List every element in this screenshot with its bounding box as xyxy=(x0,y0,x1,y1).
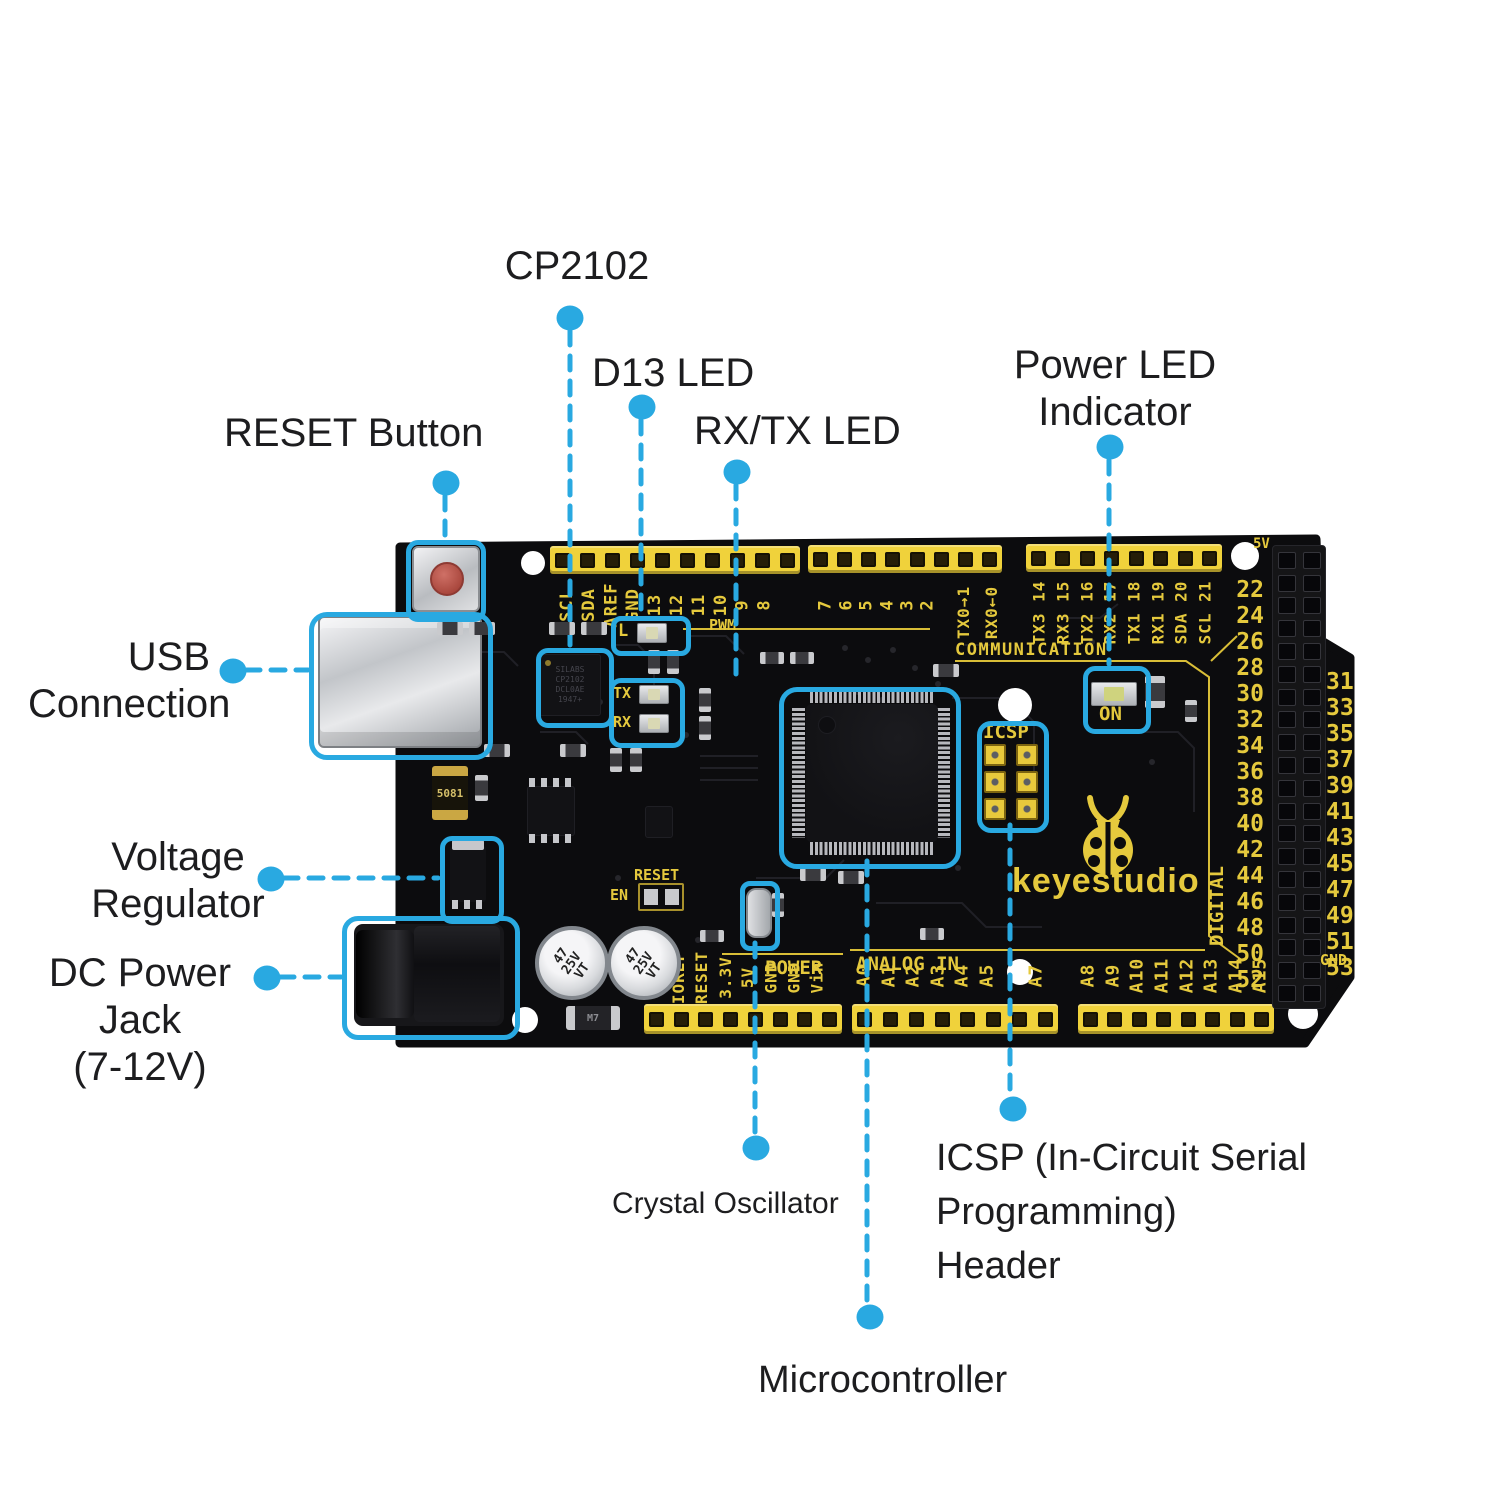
header-digital-8-13 xyxy=(550,546,800,574)
silk-l-led-label: L xyxy=(618,621,629,641)
electrolytic-capacitor-2: 47 25V VT xyxy=(607,926,681,1000)
rx-led xyxy=(639,714,669,733)
smd-component xyxy=(760,652,784,664)
silk-icsp-label: ICSP xyxy=(983,721,1029,743)
header-digital-22-53 xyxy=(1272,545,1326,1009)
icsp-header-pins xyxy=(984,744,1038,820)
silk-on-label: ON xyxy=(1099,703,1122,725)
label-voltage-regulator: Voltage Regulator xyxy=(91,835,265,927)
soic8-legs-bottom xyxy=(529,834,571,843)
label-dc-power-jack: DC Power Jack (7-12V) xyxy=(48,951,232,1090)
label-icsp: ICSP (In-Circuit Serial Programming) Hea… xyxy=(936,1137,1307,1287)
silk-analog-in: ANALOG IN xyxy=(856,953,959,975)
smd-component xyxy=(549,622,575,635)
smd-component xyxy=(560,744,586,757)
soic8-legs-top xyxy=(529,778,571,787)
smd-component xyxy=(437,622,463,635)
silk-5v: 5V xyxy=(1253,536,1270,552)
voltage-regulator-chip xyxy=(450,840,486,909)
header-digital-0-7 xyxy=(808,545,1002,573)
tx-led xyxy=(639,685,669,704)
silk-power: POWER xyxy=(765,957,823,979)
label-microcontroller: Microcontroller xyxy=(758,1359,1008,1401)
reset-button-body xyxy=(412,546,480,612)
highlight-cp2102 xyxy=(536,648,614,728)
silk-en-label: EN xyxy=(610,886,629,904)
mcu-pins-right xyxy=(937,708,950,838)
mcu-pins-left xyxy=(792,708,805,838)
diode-m7: M7 xyxy=(566,1006,620,1030)
smd-component xyxy=(838,871,864,884)
highlight-crystal xyxy=(740,881,780,951)
highlight-reset-button xyxy=(406,540,486,622)
label-usb: USB Connection xyxy=(28,635,231,727)
mcu-pins-bottom xyxy=(810,842,934,855)
l-led xyxy=(637,623,667,643)
header-power xyxy=(644,1004,842,1034)
smd-component xyxy=(699,716,711,740)
silk-gnd: GND xyxy=(1320,951,1348,969)
ladybug-logo xyxy=(1083,795,1133,877)
smd-component xyxy=(933,664,959,677)
dc-power-jack xyxy=(354,924,504,1026)
highlight-dc-jack xyxy=(342,916,520,1040)
label-power-led: Power LED Indicator xyxy=(1013,343,1217,435)
smd-component xyxy=(630,748,642,772)
smd-component xyxy=(667,650,679,674)
leader-dots xyxy=(219,305,1124,1330)
highlight-microcontroller xyxy=(779,687,961,869)
usb-connector xyxy=(318,616,482,748)
highlight-power-led xyxy=(1083,666,1151,734)
label-rxtx-led: RX/TX LED xyxy=(694,409,901,453)
highlight-d13-led xyxy=(611,616,691,656)
smd-component xyxy=(610,748,622,772)
crystal-oscillator-can xyxy=(746,888,772,938)
smd-component xyxy=(700,930,724,942)
fuse-5081: 5081 xyxy=(432,766,468,820)
mcu-pins-top xyxy=(810,690,934,703)
en-pads xyxy=(638,883,684,911)
silk-communication: COMMUNICATION xyxy=(955,640,1108,660)
smd-component xyxy=(790,652,814,664)
highlight-icsp xyxy=(977,721,1049,833)
silk-pwm: PWM xyxy=(709,616,737,634)
smd-component xyxy=(1185,700,1197,722)
smd-component xyxy=(648,650,660,674)
smd-component xyxy=(800,868,826,881)
power-on-led xyxy=(1091,682,1137,706)
highlight-rxtx-led xyxy=(609,678,685,748)
label-crystal: Crystal Oscillator xyxy=(612,1187,839,1220)
silk-reset-label: RESET xyxy=(634,866,680,884)
smd-component xyxy=(581,622,607,635)
sot23-transistor xyxy=(645,806,673,838)
header-analog-a8-a15 xyxy=(1078,1004,1274,1034)
label-d13-led: D13 LED xyxy=(592,351,755,395)
smd-component xyxy=(920,928,944,940)
header-communication xyxy=(1026,544,1222,572)
brand-keyestudio: keyestudio xyxy=(1012,862,1200,900)
label-reset-button: RESET Button xyxy=(224,411,484,455)
highlight-voltage-regulator xyxy=(440,836,504,924)
microcontroller-chip xyxy=(806,704,938,842)
highlight-usb xyxy=(309,612,493,760)
reset-button-cap xyxy=(430,562,464,596)
label-cp2102: CP2102 xyxy=(504,244,650,288)
smd-component xyxy=(699,688,711,712)
silk-rx-label: RX xyxy=(613,713,632,731)
smd-component xyxy=(475,775,488,801)
